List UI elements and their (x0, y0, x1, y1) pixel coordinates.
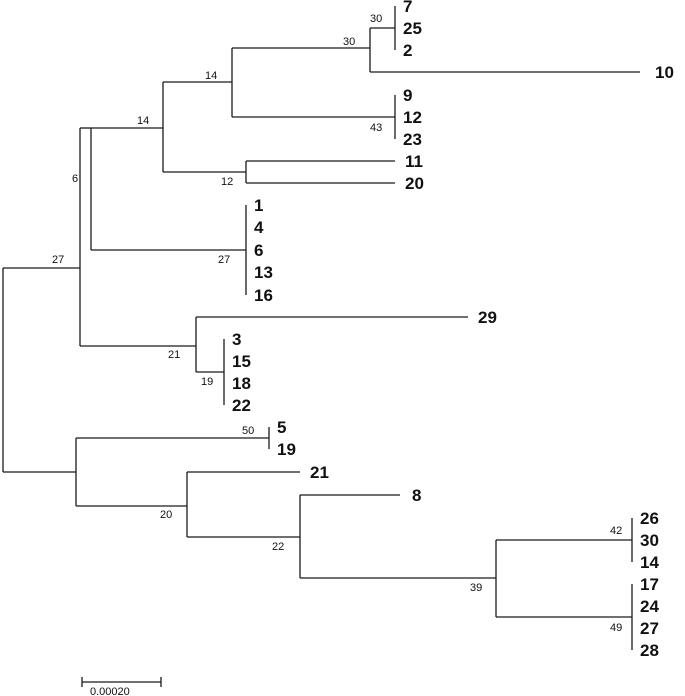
bootstrap-value: 43 (370, 122, 382, 134)
leaf-label: 8 (412, 486, 421, 505)
leaf-label: 25 (403, 19, 422, 38)
leaf-label: 28 (640, 641, 659, 660)
bootstrap-value: 21 (168, 349, 180, 361)
bootstrap-value: 22 (272, 541, 284, 553)
bootstrap-value: 20 (160, 509, 172, 521)
scale-bar: 0.00020 (81, 677, 162, 696)
bootstrap-value: 12 (221, 176, 233, 188)
leaf-label: 24 (640, 597, 659, 616)
bootstrap-value: 6 (72, 173, 78, 185)
leaf-label: 19 (277, 440, 296, 459)
leaf-label: 13 (254, 263, 273, 282)
leaf-label: 27 (640, 619, 659, 638)
bootstrap-value: 49 (610, 622, 622, 634)
leaf-label: 14 (640, 553, 659, 572)
leaf-label: 20 (405, 174, 424, 193)
leaf-label: 23 (403, 130, 422, 149)
leaf-label: 9 (403, 86, 412, 105)
leaf-label: 21 (310, 463, 329, 482)
bootstrap-value: 42 (610, 525, 622, 537)
leaf-label: 17 (640, 575, 659, 594)
bootstrap-value: 27 (218, 254, 230, 266)
leaf-label: 1 (254, 196, 263, 215)
leaf-label: 10 (655, 63, 674, 82)
leaf-label: 26 (640, 509, 659, 528)
leaf-label: 2 (403, 41, 412, 60)
leaf-label: 16 (254, 286, 273, 305)
leaf-label: 3 (232, 330, 241, 349)
leaf-label: 11 (405, 152, 423, 171)
leaf-label: 5 (277, 418, 286, 437)
bootstrap-value: 19 (201, 376, 213, 388)
bootstrap-value: 14 (137, 115, 149, 127)
leaf-label: 12 (403, 108, 422, 127)
bootstrap-value: 30 (343, 36, 355, 48)
leaf-label: 4 (254, 218, 264, 237)
bootstrap-value: 14 (205, 70, 217, 82)
leaf-label: 22 (232, 396, 251, 415)
leaf-label: 30 (640, 531, 659, 550)
leaf-label: 15 (232, 352, 251, 371)
bootstrap-value: 39 (470, 582, 482, 594)
leaf-label: 7 (403, 0, 412, 16)
leaf-label: 6 (254, 241, 263, 260)
bootstrap-value: 27 (52, 254, 64, 266)
leaf-label: 18 (232, 374, 251, 393)
bootstrap-value: 30 (370, 13, 382, 25)
leaf-label: 29 (478, 308, 497, 327)
bootstrap-value: 50 (242, 425, 254, 437)
scale-bar-label: 0.00020 (90, 686, 130, 696)
